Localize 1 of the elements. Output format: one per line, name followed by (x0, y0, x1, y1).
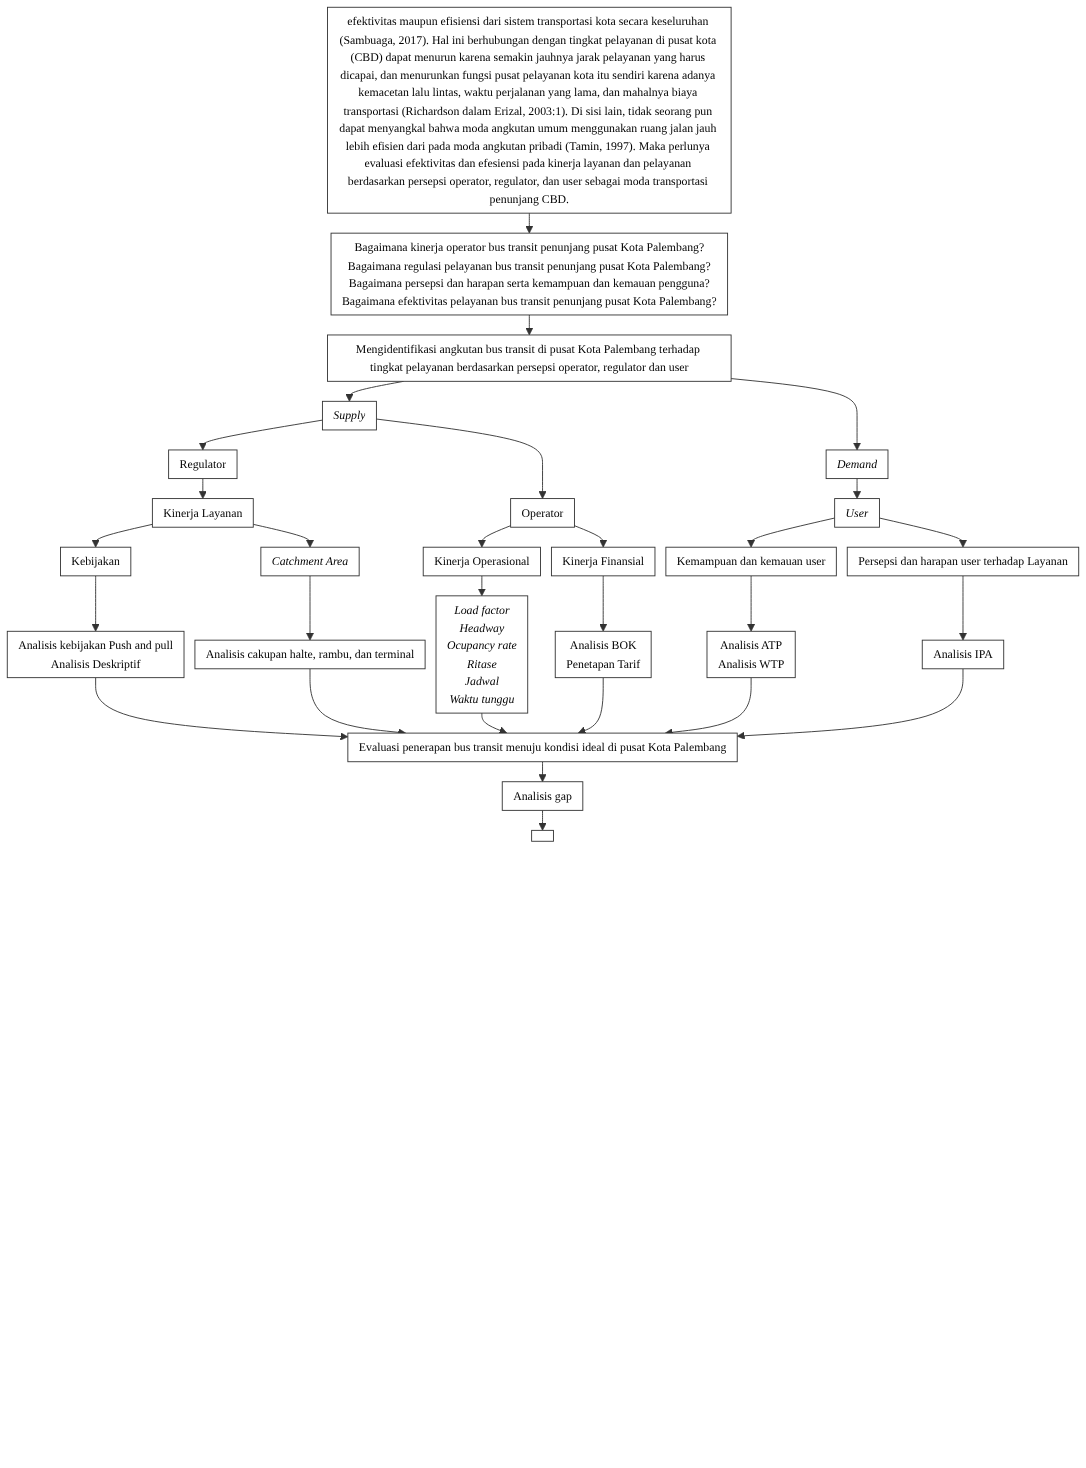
node-box (531, 829, 554, 842)
